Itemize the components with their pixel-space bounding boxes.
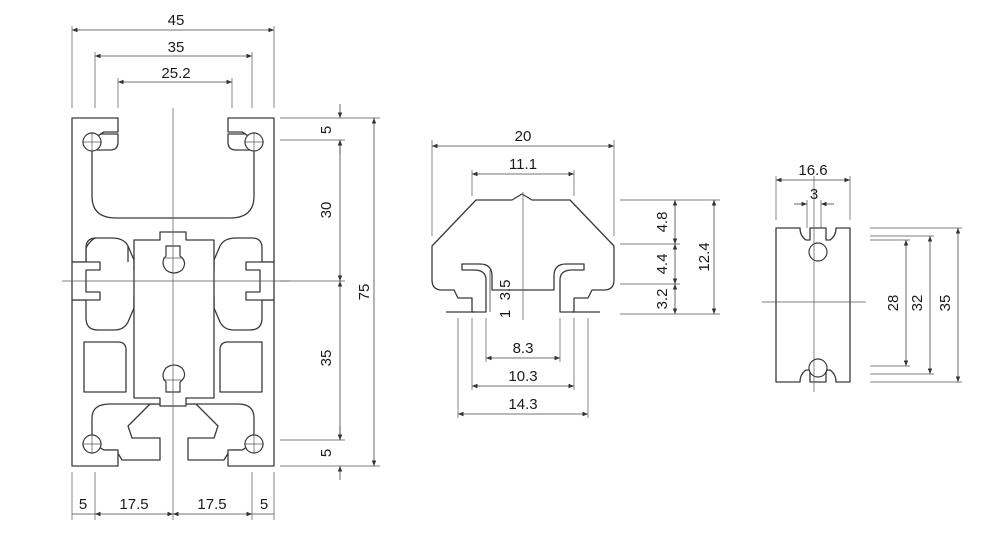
dim-connector-35: 35 <box>937 295 954 312</box>
dim-connector-3: 3 <box>810 186 818 203</box>
dim-bottom-17-5-right: 17.5 <box>197 496 226 513</box>
dim-insert-3-5: 3.5 <box>497 280 514 301</box>
slot-insert-section: 20 11.1 4.8 4.4 3.2 12.4 3.5 1 8.3 10.3 <box>431 128 720 418</box>
center-hole-top <box>162 245 186 274</box>
dim-bottom-slot-5: 5 <box>318 449 335 457</box>
dim-bottom-17-5-left: 17.5 <box>119 496 148 513</box>
dim-top-slot-5: 5 <box>318 126 335 134</box>
dim-height-75: 75 <box>356 284 373 301</box>
dim-bottom-5-right: 5 <box>260 496 268 513</box>
dim-connector-16-6: 16.6 <box>798 162 827 179</box>
dim-bottom-5-left: 5 <box>79 496 87 513</box>
aluminum-profile-75x45: 45 35 25.2 5 30 75 35 5 <box>62 12 380 520</box>
dim-insert-10-3: 10.3 <box>508 368 537 385</box>
dim-insert-14-3: 14.3 <box>508 396 537 413</box>
dim-insert-width-20: 20 <box>515 128 532 145</box>
dim-connector-32: 32 <box>909 295 926 312</box>
dim-height-35: 35 <box>318 350 335 367</box>
dim-insert-width-11-1: 11.1 <box>509 156 537 173</box>
dim-insert-12-4: 12.4 <box>696 242 713 271</box>
profile-center-web <box>133 231 215 407</box>
dim-insert-4-8: 4.8 <box>654 212 671 233</box>
dim-insert-1: 1 <box>497 310 514 318</box>
profile-left-cavity <box>83 341 127 393</box>
dim-width-35: 35 <box>168 39 185 56</box>
dim-width-45: 45 <box>168 12 185 29</box>
center-hole-bottom <box>162 364 186 393</box>
dim-insert-4-4: 4.4 <box>654 254 671 275</box>
dim-width-25-2: 25.2 <box>161 65 190 82</box>
connector-strip: 16.6 3 28 32 35 <box>762 162 962 392</box>
connector-outline <box>775 227 851 383</box>
dim-connector-28: 28 <box>885 295 902 312</box>
dim-insert-3-2: 3.2 <box>654 289 671 310</box>
dim-height-30: 30 <box>318 202 335 219</box>
dim-insert-8-3: 8.3 <box>513 340 534 357</box>
profile-right-cavity <box>219 341 263 393</box>
connector-hole-bottom <box>808 358 828 378</box>
connector-hole-top <box>808 242 828 262</box>
